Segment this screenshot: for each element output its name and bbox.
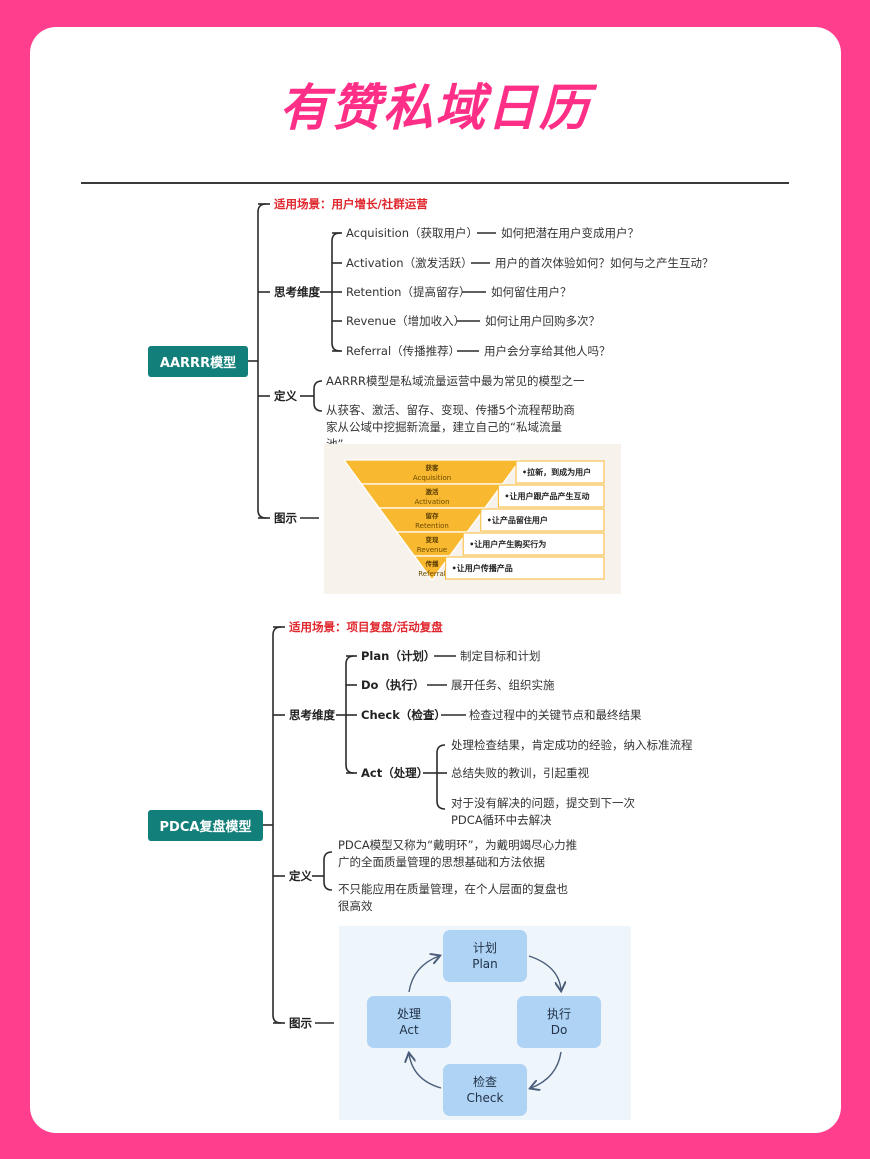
funnel-desc-box xyxy=(515,460,605,484)
pdca-root-node: PDCA复盘模型 xyxy=(148,810,263,841)
aarrr-dim-question: 如何让用户回购多次？ xyxy=(485,314,600,328)
cycle-box-act: 处理 Act xyxy=(367,996,451,1048)
pdca-definition-2: 不只能应用在质量管理，在个人层面的复盘也很高效 xyxy=(338,882,568,913)
cycle-label-en: Check xyxy=(466,1091,504,1105)
aarrr-definition-1: AARRR模型是私域流量运营中最为常见的模型之一 xyxy=(326,374,585,388)
cycle-label-en: Act xyxy=(399,1023,419,1037)
pdca-dim-desc: 展开任务、组织实施 xyxy=(451,678,555,692)
pdca-cycle-arrows xyxy=(339,926,631,1120)
cycle-label-en: Plan xyxy=(472,957,498,971)
aarrr-thinking-label: 思考维度 xyxy=(274,285,320,299)
funnel-stage-desc: •让用户传播产品 xyxy=(452,563,513,573)
funnel-stage-cn: 留存 xyxy=(426,511,440,520)
funnel-stage-desc: •让用户跟产品产生互动 xyxy=(504,491,589,501)
funnel-desc-box xyxy=(497,484,605,508)
pdca-dim-desc: 检查过程中的关键节点和最终结果 xyxy=(469,708,642,722)
title-divider xyxy=(81,182,789,184)
funnel-stage-cn: 获客 xyxy=(426,463,440,472)
funnel-desc-box xyxy=(480,508,605,532)
funnel-desc-box xyxy=(462,532,605,556)
pdca-definition-label: 定义 xyxy=(289,869,312,883)
cycle-label-cn: 检查 xyxy=(472,1075,497,1089)
aarrr-dim-name: Activation（激发活跃） xyxy=(346,256,473,270)
pdca-definition-1: PDCA模型又称为“戴明环”，为戴明竭尽心力推广的全面质量管理的思想基础和方法依… xyxy=(338,838,578,869)
funnel-desc-box xyxy=(445,556,605,580)
funnel-stage-en: Revenue xyxy=(417,546,448,554)
funnel-stage-cn: 变现 xyxy=(426,535,440,544)
funnel-stage-desc: •让产品留住用户 xyxy=(487,515,548,525)
cycle-box-do: 执行 Do xyxy=(517,996,601,1048)
aarrr-definition-2: 从获客、激活、留存、变现、传播5个流程帮助商家从公域中挖掘新流量，建立自己的“私… xyxy=(326,403,575,451)
funnel-stage-cn: 传播 xyxy=(425,559,440,568)
pdca-dim-name: Plan（计划） xyxy=(361,649,436,663)
pdca-thinking-label: 思考维度 xyxy=(289,708,335,722)
pdca-cycle-figure: 计划 Plan 执行 Do 检查 Check 处理 Act xyxy=(339,926,631,1120)
pdca-act-item: 对于没有解决的问题，提交到下一次PDCA循环中去解决 xyxy=(451,796,635,827)
aarrr-root-node: AARRR模型 xyxy=(148,346,248,377)
aarrr-dim-question: 如何留住用户？ xyxy=(491,285,572,299)
aarrr-dim-question: 如何把潜在用户变成用户？ xyxy=(501,226,639,240)
pdca-dim-name: Act（处理） xyxy=(361,766,429,780)
pdca-dim-name: Do（执行） xyxy=(361,678,425,692)
funnel-layer xyxy=(413,555,451,582)
pdca-act-item: 处理检查结果，肯定成功的经验，纳入标准流程 xyxy=(451,738,693,752)
funnel-stage-en: Referral xyxy=(418,570,446,578)
funnel-stage-cn: 激活 xyxy=(426,487,440,496)
cycle-label-cn: 执行 xyxy=(546,1007,571,1021)
funnel-stage-en: Retention xyxy=(415,522,449,530)
cycle-label-en: Do xyxy=(550,1023,568,1037)
aarrr-dim-name: Revenue（增加收入） xyxy=(346,314,466,328)
aarrr-scene: 适用场景：用户增长/社群运营 xyxy=(274,197,428,211)
pdca-dim-desc: 制定目标和计划 xyxy=(460,649,541,663)
pdca-scene: 适用场景：项目复盘/活动复盘 xyxy=(289,620,443,634)
aarrr-figure-label: 图示 xyxy=(274,511,297,525)
pdca-dim-name: Check（检查） xyxy=(361,708,446,722)
pdca-figure-label: 图示 xyxy=(289,1016,312,1030)
cycle-box-plan: 计划 Plan xyxy=(443,930,527,982)
aarrr-definition-label: 定义 xyxy=(274,389,297,403)
cycle-label-cn: 处理 xyxy=(396,1007,421,1021)
funnel-stage-desc: •让用户产生购买行为 xyxy=(469,539,546,549)
funnel-stage-en: Activation xyxy=(414,498,449,506)
funnel-stage-en: Acquisition xyxy=(413,474,451,482)
cycle-label-cn: 计划 xyxy=(472,941,497,955)
funnel-stage-desc: •拉新，到成为用户 xyxy=(522,467,591,477)
cycle-box-check: 检查 Check xyxy=(443,1064,527,1116)
pdca-act-item: 总结失败的教训，引起重视 xyxy=(451,766,589,780)
aarrr-dim-question: 用户会分享给其他人吗？ xyxy=(484,344,611,358)
aarrr-dim-question: 用户的首次体验如何？如何与之产生互动？ xyxy=(495,256,714,270)
aarrr-dim-name: Referral（传播推荐） xyxy=(346,344,461,358)
aarrr-dim-name: Acquisition（获取用户） xyxy=(346,226,478,240)
aarrr-dim-name: Retention（提高留存） xyxy=(346,285,471,299)
page-title: 有赞私域日历 xyxy=(279,79,591,137)
